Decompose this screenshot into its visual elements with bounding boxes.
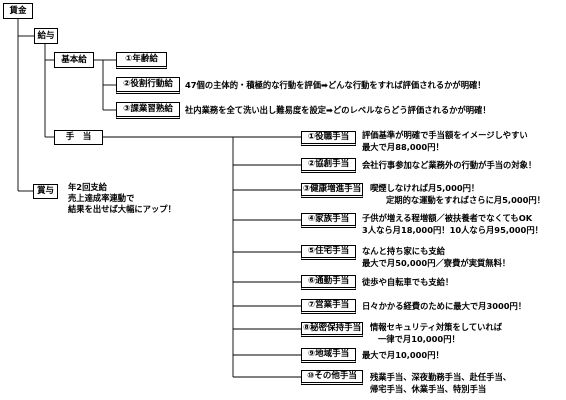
teate-item-himitsu: ⑧秘密保持手当 — [301, 322, 363, 337]
teate-item-kazoku-desc-1: 子供が増える程増額／被扶養者でなくてもOK — [362, 213, 533, 223]
teate-item-kyoso-desc: 会社行事参加など業務外の行動が手当の対象！ — [362, 160, 537, 170]
teate-item-kenko-desc-2: 定期的な運動をすればさらに月5,000円！ — [386, 195, 545, 205]
teate-item-kazoku: ④家族手当 — [301, 213, 356, 228]
shoyo-desc-1: 年2回支給 — [68, 182, 107, 192]
shoyo-node: 賞与 — [33, 184, 58, 199]
teate-item-sonota: ⑩その他手当 — [301, 370, 363, 385]
kihonkyu-item-role: ②役割行動給 — [116, 77, 180, 94]
kihonkyu-node: 基本給 — [54, 52, 94, 68]
teate-item-kenko-desc-1: 喫煙しなければ月5,000円！ — [370, 183, 480, 193]
teate-item-yakushoku-desc-2: 最大で月88,000円！ — [362, 142, 444, 152]
teate-item-jutaku: ⑤住宅手当 — [301, 245, 356, 260]
teate-item-jutaku-desc-2: 最大で月50,000円／寮費が実質無料！ — [362, 258, 511, 268]
teate-item-kyoso: ②協創手当 — [301, 158, 356, 173]
teate-node: 手 当 — [54, 130, 103, 145]
kihonkyu-item-skill: ③課業習熟給 — [116, 102, 180, 119]
shoyo-desc-3: 結果を出せば大幅にアップ！ — [68, 204, 176, 214]
kihonkyu-item-role-desc: 47個の主体的・積極的な行動を評価➡どんな行動をすれば評価されるかが明確！ — [185, 80, 486, 90]
teate-item-eigyo: ⑦営業手当 — [301, 299, 356, 314]
teate-item-chiiki: ⑨地域手当 — [301, 348, 356, 363]
teate-item-eigyo-desc: 日々かかる経費のために最大で月3000円！ — [362, 301, 527, 311]
teate-item-sonota-desc-1: 残業手当、深夜勤務手当、赴任手当、 — [370, 372, 512, 382]
teate-item-tsukin-desc: 徒歩や自転車でも支給！ — [362, 277, 454, 287]
teate-item-tsukin: ⑥通勤手当 — [301, 275, 356, 290]
teate-item-himitsu-desc-1: 情報セキュリティ対策をしていれば — [370, 322, 503, 332]
teate-item-chiiki-desc: 最大で月10,000円！ — [362, 350, 444, 360]
teate-item-yakushoku: ①役職手当 — [301, 131, 356, 146]
root-node: 賃金 — [3, 3, 33, 19]
teate-item-jutaku-desc-1: なんと持ち家にも支給 — [362, 246, 445, 256]
teate-item-himitsu-desc-2: 一律で月10,000円！ — [378, 334, 460, 344]
kihonkyu-item-skill-desc: 社内業務を全て洗い出し難易度を設定➡どのレベルならどう評価されるかが明確！ — [185, 105, 491, 115]
shoyo-desc-2: 売上達成率連動で — [68, 193, 135, 203]
teate-item-sonota-desc-2: 帰宅手当、休業手当、特別手当 — [370, 384, 487, 394]
teate-item-kenko: ③健康増進手当 — [301, 183, 363, 198]
kyuyo-node: 給与 — [34, 28, 58, 44]
teate-item-kazoku-desc-2: 3人なら月18,000円！10人なら月95,000円！ — [362, 225, 543, 235]
kihonkyu-item-age: ①年齢給 — [116, 52, 167, 69]
teate-item-yakushoku-desc-1: 評価基準が明確で手当額をイメージしやすい — [362, 130, 528, 140]
